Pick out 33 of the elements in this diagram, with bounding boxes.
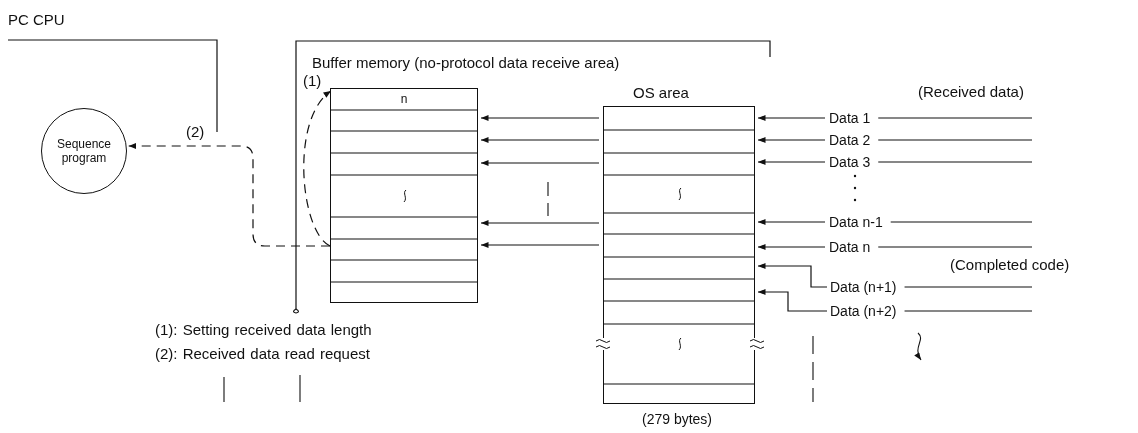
region-title: PC CPU xyxy=(8,12,65,28)
edge-label: (1) xyxy=(303,73,322,89)
arrow xyxy=(480,137,600,143)
arrow xyxy=(480,160,600,166)
arrow xyxy=(480,220,600,226)
arrow xyxy=(757,244,826,250)
table-heading: Buffer memory (no-protocol data receive area) xyxy=(312,55,620,71)
arrow xyxy=(480,115,600,121)
data-label: Data 1 xyxy=(829,110,871,126)
arrow xyxy=(757,219,826,225)
arrow xyxy=(757,115,826,121)
circle-text: Sequence program xyxy=(55,137,112,165)
note-text: (Received data) xyxy=(918,84,1024,100)
note-text: (1): Setting received data length xyxy=(155,322,372,338)
dashed-arrow xyxy=(128,143,331,247)
data-label: Data n xyxy=(829,239,871,255)
note-text: (2): Received data read request xyxy=(155,346,370,362)
cell-text: n xyxy=(399,91,409,107)
arrow xyxy=(757,289,828,312)
arrow xyxy=(480,242,600,248)
arrow xyxy=(757,137,826,143)
data-label: Data (n+1) xyxy=(830,279,897,295)
note-text: (Completed code) xyxy=(950,257,1070,273)
data-label: Data 2 xyxy=(829,132,871,148)
data-label: Data (n+2) xyxy=(830,303,897,319)
arrow xyxy=(757,263,828,288)
data-label: Data 3 xyxy=(829,154,871,170)
edge-label: (2) xyxy=(186,124,205,140)
data-label: Data n-1 xyxy=(829,214,883,230)
size-note: (279 bytes) xyxy=(642,411,713,427)
dashed-arrow xyxy=(303,90,332,247)
table-heading: OS area xyxy=(633,85,689,101)
arrow xyxy=(757,159,826,165)
